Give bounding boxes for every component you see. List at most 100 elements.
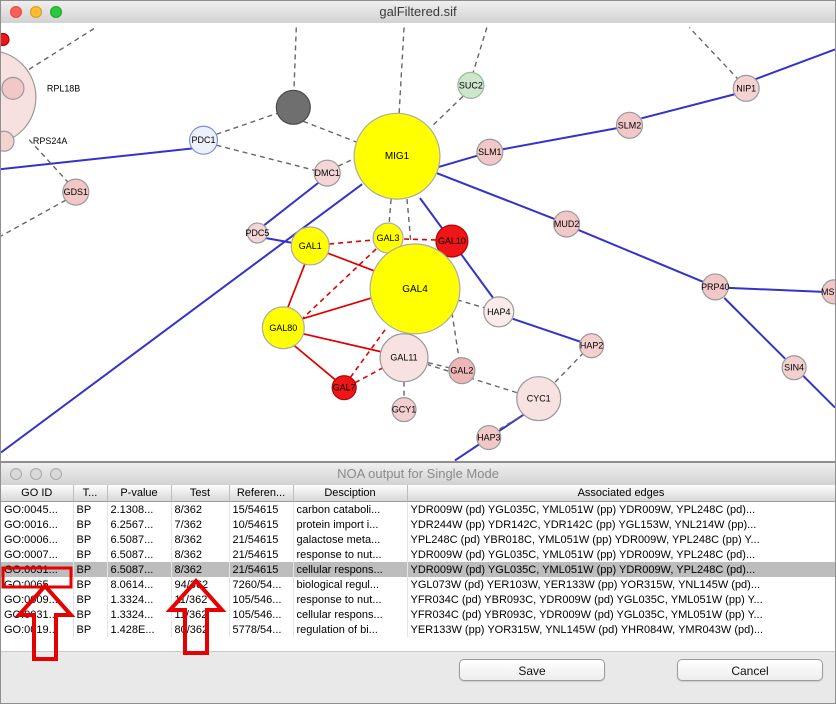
table-cell[interactable]: 8/362 — [171, 547, 230, 562]
network-edge[interactable] — [286, 262, 307, 310]
table-cell[interactable]: YER133W (pp) YOR315W, YNL145W (pd) YHR08… — [407, 622, 835, 637]
table-cell[interactable]: 94/362 — [171, 577, 230, 592]
network-edge[interactable] — [326, 252, 378, 273]
table-cell[interactable]: 8/362 — [171, 532, 230, 547]
table-cell[interactable]: 21/54615 — [229, 547, 294, 562]
network-node[interactable] — [275, 89, 311, 125]
network-node-pdc1[interactable] — [188, 125, 219, 155]
network-node-mig1[interactable] — [353, 112, 441, 200]
table-cell[interactable]: GO:0009... — [1, 592, 74, 607]
network-node-gds1[interactable] — [62, 178, 90, 206]
network-edge[interactable] — [436, 172, 556, 220]
table-cell[interactable]: regulation of bi... — [293, 622, 408, 637]
network-edge[interactable] — [578, 229, 704, 283]
network-node-gcy1[interactable] — [391, 397, 417, 423]
table-cell[interactable]: carbon cataboli... — [293, 501, 408, 517]
table-cell[interactable]: YPL248C (pd) YBR018C, YML051W (pp) YDR00… — [407, 532, 835, 547]
table-cell[interactable]: YDR009W (pd) YGL035C, YML051W (pp) YDR00… — [407, 547, 835, 562]
network-edge[interactable] — [437, 154, 480, 169]
network-node-gal1[interactable] — [290, 226, 330, 266]
table-cell[interactable]: YFR034C (pd) YBR093C, YDR009W (pd) YGL03… — [407, 592, 835, 607]
table-cell[interactable]: 7260/54... — [229, 577, 294, 592]
column-header-6[interactable]: Associated edges — [407, 485, 835, 502]
table-cell[interactable]: GO:0019... — [1, 622, 74, 637]
table-cell[interactable]: galactose meta... — [293, 532, 408, 547]
network-edge[interactable] — [432, 95, 464, 126]
network-node-gal2[interactable] — [448, 357, 476, 385]
table-cell[interactable]: 8/362 — [171, 562, 230, 577]
table-cell[interactable]: 1.428E... — [107, 622, 172, 637]
table-cell[interactable]: GO:0065... — [1, 577, 74, 592]
network-node-gal80[interactable] — [261, 306, 305, 350]
table-cell[interactable]: YDR009W (pd) YGL035C, YML051W (pp) YDR00… — [407, 562, 835, 577]
network-edge[interactable] — [802, 374, 836, 409]
table-cell[interactable]: cellular respons... — [293, 607, 408, 622]
column-header-0[interactable]: GO ID — [1, 485, 74, 502]
network-edge[interactable] — [265, 237, 294, 244]
network-node-nip1[interactable] — [732, 74, 760, 102]
zoom-button[interactable] — [50, 468, 62, 480]
table-cell[interactable]: 6.5087... — [107, 547, 172, 562]
network-edge[interactable] — [728, 286, 824, 293]
network-edge[interactable] — [0, 183, 363, 454]
network-edge[interactable] — [329, 239, 374, 245]
table-cell[interactable]: BP — [73, 517, 108, 532]
network-edge[interactable] — [406, 199, 412, 245]
table-cell[interactable]: 1.3324... — [107, 607, 172, 622]
network-node-mud2[interactable] — [553, 210, 581, 238]
network-node-hap3[interactable] — [476, 424, 502, 451]
network-edge[interactable] — [354, 366, 384, 384]
network-node-sin4[interactable] — [781, 355, 807, 381]
network-node-gal7[interactable] — [331, 375, 357, 401]
network-edge[interactable] — [263, 181, 320, 226]
table-cell[interactable]: GO:0016... — [1, 517, 74, 532]
table-cell[interactable]: 7/362 — [171, 517, 230, 532]
table-cell[interactable]: BP — [73, 562, 108, 577]
network-edge[interactable] — [337, 156, 358, 167]
network-edge[interactable] — [456, 299, 486, 309]
table-cell[interactable]: protein import i... — [293, 517, 408, 532]
network-edge[interactable] — [688, 27, 740, 81]
table-cell[interactable]: 6.2567... — [107, 517, 172, 532]
table-cell[interactable]: GO:0031... — [1, 607, 74, 622]
network-node[interactable] — [0, 32, 10, 47]
table-cell[interactable]: YFR034C (pd) YBR093C, YDR009W (pd) YGL03… — [407, 607, 835, 622]
network-edge[interactable] — [398, 27, 405, 115]
table-cell[interactable]: 21/54615 — [229, 532, 294, 547]
table-cell[interactable]: 2.1308... — [107, 501, 172, 517]
minimize-button[interactable] — [30, 468, 42, 480]
table-cell[interactable]: 8.0614... — [107, 577, 172, 592]
network-edge[interactable] — [216, 144, 315, 171]
table-cell[interactable]: BP — [73, 592, 108, 607]
table-cell[interactable]: GO:0006... — [1, 532, 74, 547]
table-cell[interactable]: BP — [73, 577, 108, 592]
table-cell[interactable]: GO:0031... — [1, 562, 74, 577]
network-node-msb[interactable] — [821, 279, 836, 305]
table-cell[interactable]: cellular respons... — [293, 562, 408, 577]
network-node-slm2[interactable] — [615, 111, 644, 139]
table-cell[interactable]: 6.5087... — [107, 532, 172, 547]
graph-window-titlebar[interactable]: galFiltered.sif — [1, 1, 835, 24]
network-edge[interactable] — [216, 112, 278, 135]
network-edge[interactable] — [303, 332, 382, 353]
table-cell[interactable]: BP — [73, 532, 108, 547]
save-button[interactable]: Save — [459, 659, 605, 681]
network-edge[interactable] — [0, 199, 67, 237]
table-cell[interactable]: YGL073W (pd) YER103W, YER133W (pp) YOR31… — [407, 577, 835, 592]
close-button[interactable] — [10, 468, 22, 480]
network-edge[interactable] — [302, 297, 373, 320]
network-edge[interactable] — [723, 297, 786, 360]
table-cell[interactable]: 105/546... — [229, 607, 294, 622]
table-cell[interactable]: 6.5087... — [107, 562, 172, 577]
network-edge[interactable] — [553, 352, 585, 385]
network-node-hap2[interactable] — [579, 333, 605, 359]
table-cell[interactable]: BP — [73, 607, 108, 622]
table-cell[interactable]: GO:0007... — [1, 547, 74, 562]
table-cell[interactable]: 11/362 — [171, 607, 230, 622]
table-cell[interactable]: response to nut... — [293, 592, 408, 607]
